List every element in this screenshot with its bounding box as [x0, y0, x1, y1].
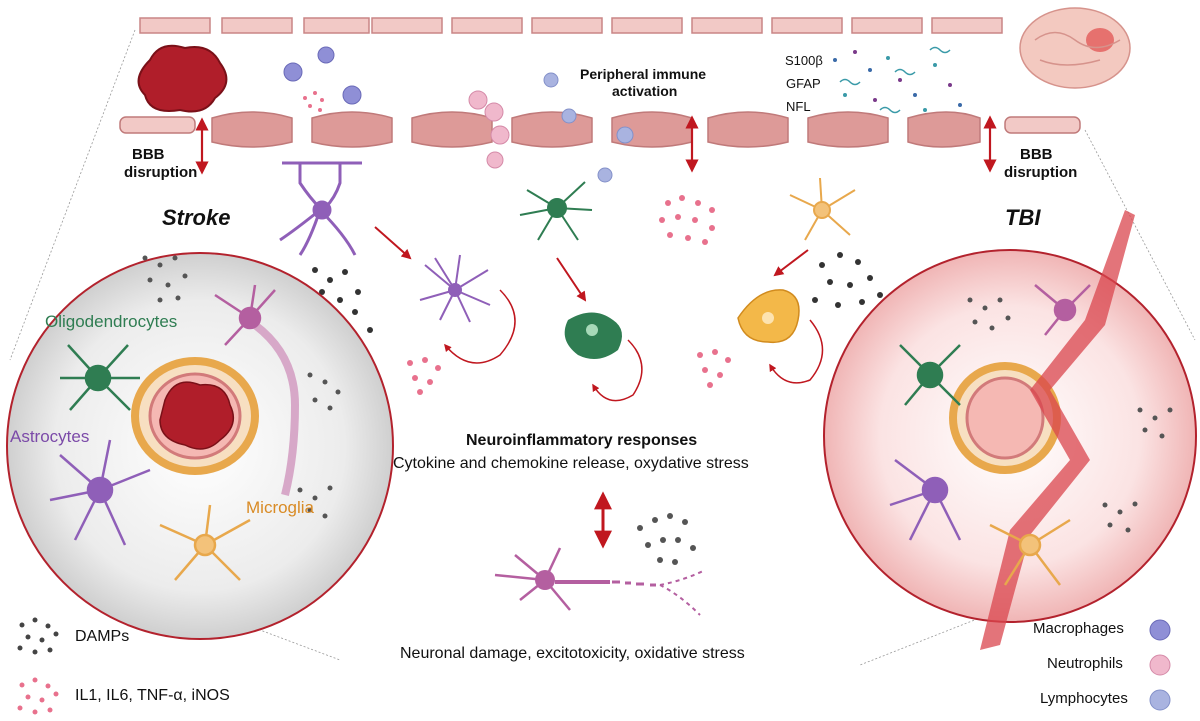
endothelial-cell: [221, 17, 293, 34]
cytokine-cluster: [659, 195, 715, 245]
microglia-label: Microglia: [246, 498, 315, 517]
flow-arrow: [556, 257, 587, 302]
perspective-line: [1084, 129, 1196, 341]
oligodendrocyte-icon: [899, 344, 961, 406]
cytokine-cluster: [697, 349, 731, 388]
stroke-title: Stroke: [162, 205, 231, 230]
biomarker-particles: [833, 46, 962, 114]
lymphocyte-legend-icon: [1149, 689, 1171, 711]
endothelial-cell: [771, 17, 843, 34]
microglia-icon: [159, 504, 251, 581]
legend-cytokines: IL1, IL6, TNF-α, iNOS: [75, 687, 230, 704]
endothelium-bottom-row: [119, 111, 1081, 148]
damps-cluster: [967, 297, 1173, 533]
feedback-arrow: [444, 289, 516, 364]
peripheral-label-1: Peripheral immune: [580, 66, 707, 82]
feedback-arrow: [592, 339, 643, 402]
bbb-right-label-2: disruption: [1004, 164, 1078, 181]
reactive-astrocyte-icon: [419, 254, 491, 323]
neuroinflammatory-subtitle: Cytokine and chemokine release, oxydativ…: [393, 455, 749, 472]
cytokine-cluster: [407, 357, 441, 395]
astrocyte-endfoot-icon: [279, 161, 362, 256]
endothelial-cell: [851, 17, 923, 34]
blood-clot-icon: [137, 44, 228, 113]
endothelial-cell: [611, 17, 683, 34]
damaged-neuron-icon: [494, 547, 706, 616]
endothelial-cell: [691, 17, 763, 34]
endothelium-top-row: [139, 17, 1003, 34]
astrocyte-icon: [49, 439, 151, 546]
damps-cluster: [812, 252, 883, 308]
flow-arrow: [374, 226, 412, 260]
reactive-microglia-icon: [737, 289, 800, 344]
damps-cluster: [142, 255, 341, 519]
oligodendrocyte-icon: [60, 344, 140, 411]
neuronal-damage-label: Neuronal damage, excitotoxicity, oxidati…: [400, 645, 745, 662]
oligodendrocyte-icon: [519, 181, 593, 241]
damps-cluster: [637, 513, 696, 565]
endothelial-cell: [139, 17, 211, 34]
gfap-label: GFAP: [786, 76, 821, 91]
legend-lymphocytes: Lymphocytes: [1040, 690, 1128, 707]
bbb-right-label-1: BBB: [1020, 146, 1053, 163]
legend-damps: DAMPs: [75, 628, 130, 645]
endothelial-cell: [931, 17, 1003, 34]
peripheral-label-2: activation: [612, 83, 678, 99]
feedback-arrow: [769, 319, 824, 384]
cytokine-cluster: [303, 91, 324, 112]
nfl-label: NFL: [786, 99, 811, 114]
neuroinflammatory-title: Neuroinflammatory responses: [466, 432, 698, 449]
astrocyte-icon: [889, 459, 962, 541]
endothelial-cell: [371, 17, 443, 34]
macrophage-legend-icon: [1149, 619, 1171, 641]
tbi-title: TBI: [1005, 205, 1041, 230]
s100b-label: S100β: [785, 53, 823, 68]
endothelial-cell: [303, 17, 370, 34]
damps-legend-icon: [17, 617, 59, 655]
reactive-oligodendrocyte-icon: [564, 312, 622, 359]
endothelial-cell: [531, 17, 603, 34]
neuron-icon: [1034, 284, 1091, 336]
neuron-icon: [214, 284, 300, 496]
bbb-left-label-2: disruption: [124, 164, 198, 181]
neutrophil-cluster: [468, 90, 510, 169]
brain-icon: [1019, 7, 1131, 89]
bbb-left-label-1: BBB: [132, 146, 165, 163]
cytokine-legend-icon: [17, 677, 59, 715]
macrophage-icon: [283, 46, 362, 105]
stroke-panel: [6, 252, 394, 640]
legend-macrophages: Macrophages: [1033, 620, 1124, 637]
tbi-panel: [823, 210, 1197, 650]
flow-arrow: [773, 249, 809, 277]
blood-clot-icon: [159, 381, 235, 450]
neutrophil-legend-icon: [1149, 654, 1171, 676]
lymphocyte-cluster: [543, 72, 634, 183]
endothelial-cell: [451, 17, 523, 34]
microglia-icon: [989, 518, 1071, 586]
astrocytes-label: Astrocytes: [10, 427, 90, 446]
microglia-icon: [789, 177, 856, 241]
oligodendrocytes-label: Oligodendrocytes: [45, 312, 178, 331]
legend-neutrophils: Neutrophils: [1047, 655, 1123, 672]
perspective-line: [9, 29, 136, 361]
